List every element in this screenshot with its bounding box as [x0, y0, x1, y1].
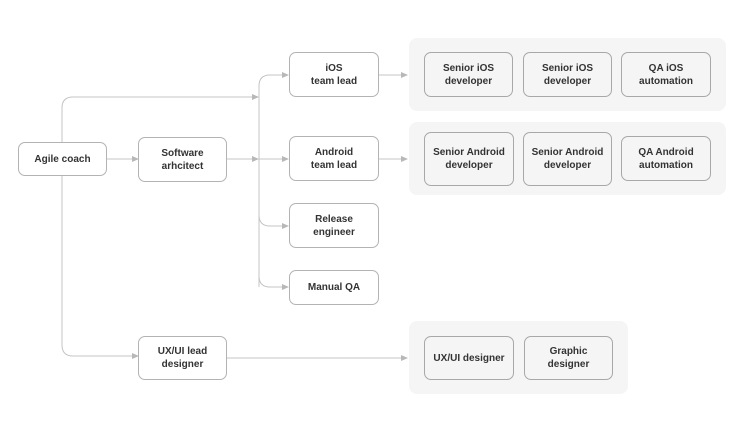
node-graphic-designer[interactable]: Graphic designer [524, 336, 613, 380]
arrowhead [282, 284, 289, 290]
node-software-architect[interactable]: Software arhcitect [138, 137, 227, 182]
node-qa-android-automation[interactable]: QA Android automation [621, 136, 711, 181]
node-release-engineer[interactable]: Release engineer [289, 203, 379, 248]
node-ux-ui-lead-designer[interactable]: UX/UI lead designer [138, 336, 227, 380]
arrowhead [401, 72, 408, 78]
node-agile-coach[interactable]: Agile coach [18, 142, 107, 176]
node-ios-team-lead[interactable]: iOS team lead [289, 52, 379, 97]
arrowhead [132, 353, 139, 359]
node-android-team-lead[interactable]: Android team lead [289, 136, 379, 181]
connector-trunk-to-release [258, 214, 282, 227]
arrowhead [282, 223, 289, 229]
connector-agile-to-ios [61, 96, 252, 143]
node-qa-ios-automation[interactable]: QA iOS automation [621, 52, 711, 97]
arrowhead [401, 355, 408, 361]
node-senior-android-developer[interactable]: Senior Android developer [424, 132, 514, 186]
arrowhead [282, 72, 289, 78]
arrowhead [282, 156, 289, 162]
node-senior-android-developer[interactable]: Senior Android developer [523, 132, 612, 186]
node-senior-ios-developer[interactable]: Senior iOS developer [424, 52, 513, 97]
arrowhead [401, 156, 408, 162]
arrowhead [252, 156, 259, 162]
connector-agile-to-ux [61, 176, 132, 357]
arrowhead [252, 94, 259, 100]
node-manual-qa[interactable]: Manual QA [289, 270, 379, 305]
node-ux-ui-designer[interactable]: UX/UI designer [424, 336, 514, 380]
connector-trunk-to-qa [258, 275, 282, 288]
connector-trunk [258, 74, 282, 287]
arrowhead [132, 156, 139, 162]
node-senior-ios-developer[interactable]: Senior iOS developer [523, 52, 612, 97]
